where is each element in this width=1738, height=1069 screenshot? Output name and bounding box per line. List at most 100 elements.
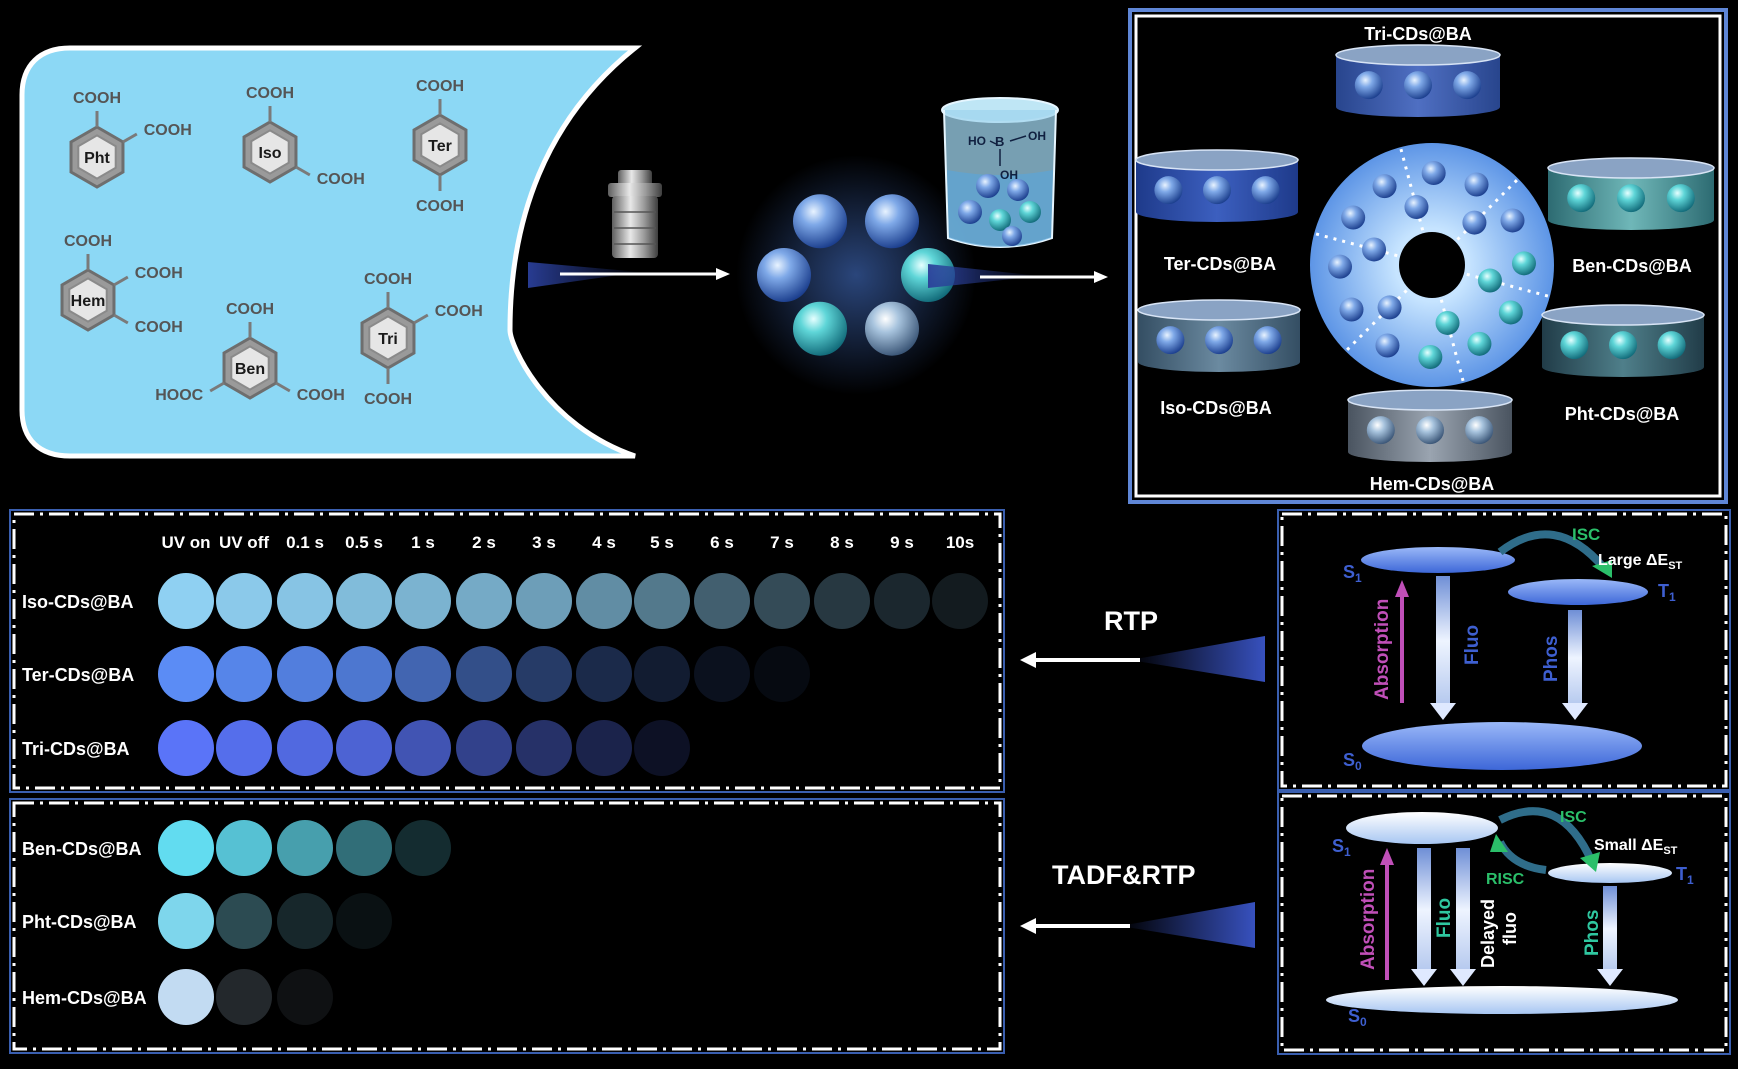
rtp-phos-arrow-head bbox=[1562, 703, 1588, 720]
cylinder-dot bbox=[1567, 184, 1596, 213]
time-label: 9 s bbox=[890, 533, 914, 552]
disc-dot bbox=[1341, 205, 1366, 230]
tadf-row-label: Hem-CDs@BA bbox=[22, 988, 147, 1008]
disc-dot bbox=[1404, 195, 1429, 220]
substituent-label: COOH bbox=[135, 319, 183, 336]
tadf-sample-dot bbox=[336, 820, 392, 876]
rtp-gap-delta: ΔE bbox=[1646, 552, 1669, 569]
time-label: 0.5 s bbox=[345, 533, 383, 552]
substituent-bond bbox=[209, 381, 225, 393]
beaker-icon: B OH HO OH bbox=[941, 97, 1059, 248]
rtp-photo-panel-outline bbox=[9, 509, 1005, 793]
cylinder-top bbox=[1137, 299, 1301, 321]
arrow-to-cds-head bbox=[716, 268, 730, 280]
rtp-t1-sub: 1 bbox=[1669, 590, 1676, 604]
substituent-label: COOH bbox=[364, 391, 412, 408]
tadf-fluo-arrow bbox=[1417, 848, 1431, 972]
tadf-phos-arrow-head bbox=[1597, 969, 1623, 986]
tadf-s1-sub: 1 bbox=[1344, 845, 1351, 859]
rtp-phos-label: Phos bbox=[1541, 636, 1562, 682]
rtp-sample-dot bbox=[456, 573, 512, 629]
substituent-bond bbox=[122, 132, 138, 144]
tadf-sample-dot bbox=[277, 820, 333, 876]
rtp-sample-dot bbox=[576, 573, 632, 629]
tadf-sample-dot bbox=[158, 969, 214, 1025]
rtp-sample-dot bbox=[516, 573, 572, 629]
carbon-dot bbox=[865, 194, 919, 249]
tadf-fluo-arrow-head bbox=[1411, 969, 1437, 986]
substituent-label: COOH bbox=[64, 233, 112, 250]
tadf-sample-dot bbox=[158, 820, 214, 876]
tadf-phos-label: Phos bbox=[1582, 910, 1603, 956]
disc-dot bbox=[1462, 210, 1487, 235]
cylinder-base bbox=[1542, 357, 1704, 377]
tadf-sample-dot bbox=[216, 893, 272, 949]
time-label: 0.1 s bbox=[286, 533, 324, 552]
disc-dot bbox=[1362, 237, 1387, 262]
disc-dot bbox=[1377, 295, 1402, 320]
rtp-title: RTP bbox=[1104, 606, 1158, 636]
disc-dot bbox=[1418, 344, 1443, 369]
disc-dot bbox=[1467, 331, 1492, 356]
cylinder-dot bbox=[1666, 184, 1695, 213]
rtp-mechanism-outline bbox=[1277, 509, 1731, 791]
tadf-sample-dot bbox=[216, 820, 272, 876]
time-label: 6 s bbox=[710, 533, 734, 552]
rtp-t1-level bbox=[1508, 579, 1648, 605]
rtp-sample-dot bbox=[754, 646, 810, 702]
rtp-sample-dot bbox=[814, 573, 870, 629]
rtp-arrow-head bbox=[1020, 652, 1036, 668]
rtp-sample-dot bbox=[932, 573, 988, 629]
carbon-dots-ring bbox=[757, 194, 955, 356]
substituent-label: COOH bbox=[246, 85, 294, 102]
time-label: UV on bbox=[161, 533, 210, 552]
composite-label: Ben-CDs@BA bbox=[1572, 256, 1692, 276]
composites-panel-inner bbox=[1134, 14, 1722, 498]
substituent-bond bbox=[413, 313, 429, 325]
time-label: 4 s bbox=[592, 533, 616, 552]
composite-iso: Iso-CDs@BA bbox=[1137, 299, 1301, 418]
composite-label: Pht-CDs@BA bbox=[1565, 404, 1680, 424]
autoclave-icon bbox=[608, 170, 662, 258]
cylinder-top bbox=[1335, 44, 1501, 66]
molecule-label: Pht bbox=[84, 150, 110, 167]
rtp-s1-level bbox=[1361, 547, 1515, 573]
cylinder-top bbox=[1547, 157, 1715, 179]
composite-label: Iso-CDs@BA bbox=[1160, 398, 1272, 418]
cylinder-dot bbox=[1253, 326, 1282, 355]
benzene-ring-inner bbox=[230, 345, 270, 391]
rtp-sample-dot bbox=[395, 720, 451, 776]
boric-acid-oh: OH bbox=[1028, 129, 1046, 143]
rtp-beam bbox=[1130, 636, 1265, 682]
rtp-isc-arrow bbox=[1497, 530, 1608, 571]
time-label: 2 s bbox=[472, 533, 496, 552]
tadf-gap-label: Small ΔEST bbox=[1594, 837, 1678, 857]
cylinder-dot bbox=[1203, 176, 1231, 205]
tadf-sample-dot bbox=[216, 969, 272, 1025]
rtp-sample-dot bbox=[277, 646, 333, 702]
cylinder-dot bbox=[1205, 326, 1233, 355]
rtp-s1-label: S1 bbox=[1343, 562, 1362, 585]
tadf-row-label: Ben-CDs@BA bbox=[22, 839, 142, 859]
composite-ter: Ter-CDs@BA bbox=[1135, 149, 1299, 274]
rtp-absorption-arrow bbox=[1400, 595, 1404, 703]
cylinder-dot bbox=[1366, 416, 1395, 445]
rtp-sample-dot bbox=[216, 646, 272, 702]
tadf-risc-label: RISC bbox=[1486, 871, 1525, 888]
disc-dot bbox=[1375, 333, 1400, 358]
rtp-sample-dot bbox=[158, 720, 214, 776]
substituent-label: COOH bbox=[297, 387, 345, 404]
disc-hole bbox=[1399, 232, 1465, 298]
molecule-label: Iso bbox=[258, 145, 281, 162]
benzene-ring-inner bbox=[368, 315, 408, 361]
rtp-sample-dot bbox=[216, 573, 272, 629]
rtp-sample-dot bbox=[336, 646, 392, 702]
rtp-row-label: Iso-CDs@BA bbox=[22, 592, 134, 612]
time-label: 1 s bbox=[411, 533, 435, 552]
